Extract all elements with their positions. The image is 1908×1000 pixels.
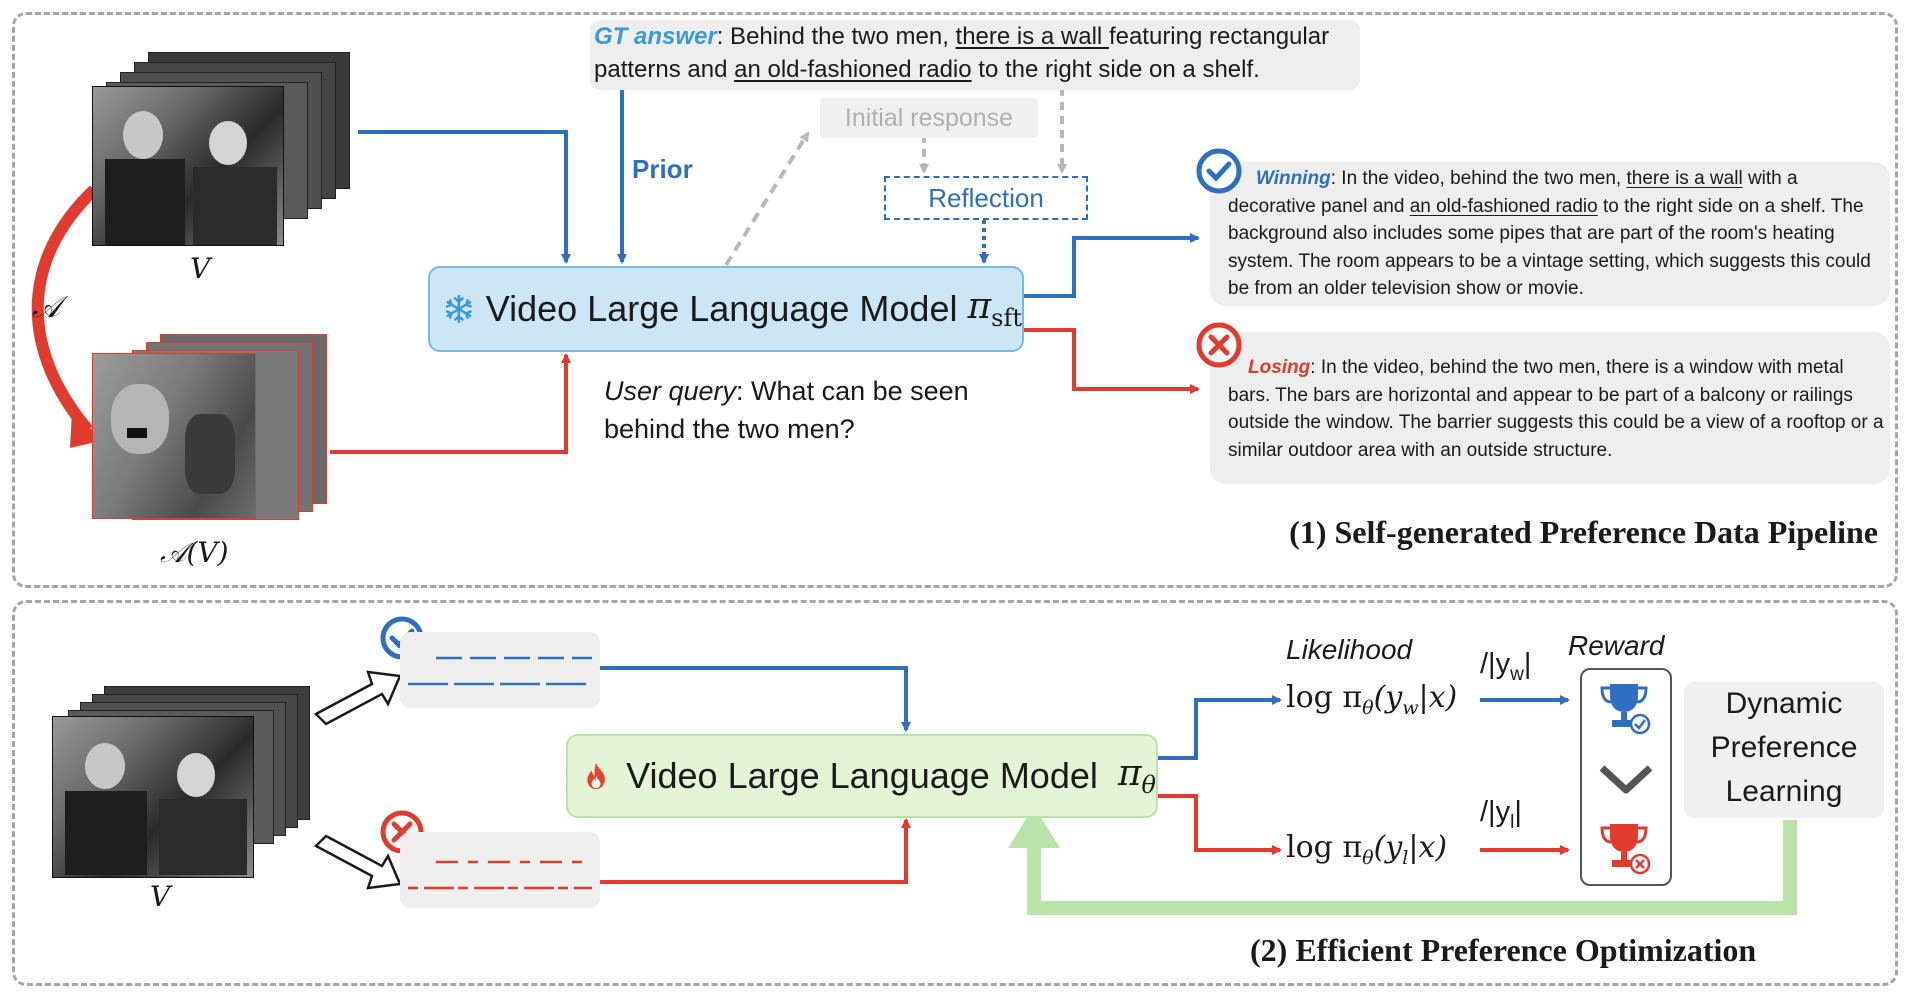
optimization-title: (2) Efficient Preference Optimization bbox=[1250, 932, 1757, 968]
gt-answer-text: GT answer: Behind the two men, there is … bbox=[594, 23, 1330, 83]
policy-model-box: Video Large Language Model πθ bbox=[566, 734, 1158, 818]
winning-tag: Winning bbox=[1256, 168, 1331, 189]
dynamic-feedback-head bbox=[1008, 806, 1060, 848]
dynamic-feedback-loop bbox=[1027, 820, 1797, 915]
video-frame-front bbox=[92, 86, 284, 246]
sft-model-name: Video Large Language Model bbox=[485, 288, 958, 329]
chevron-down-icon bbox=[1599, 765, 1653, 794]
likelihood-label: Likelihood bbox=[1286, 634, 1413, 665]
model-to-win-likelihood-arrow bbox=[1158, 695, 1282, 760]
augmentation-symbol: 𝒜 bbox=[32, 290, 61, 325]
initial-response-arrow bbox=[724, 131, 810, 267]
video-to-model-arrow bbox=[358, 130, 571, 264]
lose-length-normalizer: /|yl| bbox=[1480, 796, 1522, 833]
user-query: User query: What can be seen behind the … bbox=[604, 376, 969, 444]
winner-trophy-icon bbox=[1600, 684, 1651, 735]
efficient-optimization-panel bbox=[12, 600, 1898, 986]
reward-label: Reward bbox=[1568, 630, 1665, 661]
augmented-to-model-arrow bbox=[330, 353, 571, 454]
snowflake-icon bbox=[445, 294, 472, 324]
winning-response-text: Winning: In the video, behind the two me… bbox=[1228, 168, 1871, 299]
reflection-label: Reflection bbox=[928, 183, 1044, 213]
bottom-video-frame-front bbox=[52, 716, 254, 878]
losing-to-model-arrow bbox=[600, 818, 911, 884]
flame-icon bbox=[587, 762, 605, 790]
losing-response-box bbox=[1210, 332, 1890, 484]
hollow-arrow-losing bbox=[313, 834, 402, 890]
win-log-likelihood: log πθ(yw|x) bbox=[1286, 680, 1458, 719]
winning-dashed-lines bbox=[408, 656, 592, 686]
gt-answer-tag: GT answer bbox=[594, 23, 717, 50]
model-to-lose-likelihood-arrow bbox=[1158, 794, 1282, 855]
losing-dashed-lines bbox=[408, 860, 592, 890]
dynamic-preference-learning-box: Dynamic Preference Learning bbox=[1684, 682, 1884, 818]
augmented-video-label: 𝒜(V) bbox=[160, 536, 229, 569]
model-to-losing-arrow bbox=[1024, 328, 1200, 394]
dpl-line-1: Dynamic bbox=[1725, 687, 1843, 720]
initial-response-label: Initial response bbox=[844, 104, 1014, 132]
winning-response-box bbox=[1210, 162, 1890, 306]
sft-model-symbol: πsft bbox=[967, 285, 1022, 333]
reflection-box: Reflection bbox=[884, 176, 1088, 220]
bottom-video-label: V bbox=[150, 880, 171, 913]
winning-lines-box bbox=[400, 632, 600, 708]
losing-lines-box bbox=[400, 832, 600, 908]
user-query-tag: User query bbox=[604, 376, 737, 406]
model-to-winning-arrow bbox=[1024, 233, 1200, 298]
pipeline-title: (1) Self-generated Preference Data Pipel… bbox=[1289, 514, 1878, 550]
cross-icon bbox=[1196, 322, 1242, 368]
dpl-line-3: Learning bbox=[1725, 775, 1843, 808]
augmented-frame-front bbox=[92, 353, 256, 519]
win-length-normalizer: /|yw| bbox=[1480, 648, 1532, 685]
dpl-line-2: Preference bbox=[1710, 731, 1858, 764]
check-icon bbox=[1196, 148, 1242, 194]
policy-model-symbol: πθ bbox=[1117, 752, 1156, 800]
initial-response-box: Initial response bbox=[820, 98, 1038, 138]
losing-tag: Losing bbox=[1248, 357, 1311, 378]
self-generated-pipeline-panel bbox=[12, 12, 1898, 588]
gt-answer-box bbox=[590, 20, 1360, 90]
policy-model-name: Video Large Language Model bbox=[626, 755, 1098, 796]
loser-trophy-icon bbox=[1600, 824, 1651, 875]
winning-to-model-arrow bbox=[600, 666, 911, 732]
lose-log-likelihood: log πθ(yl|x) bbox=[1286, 830, 1448, 869]
augmentation-curve-arrow bbox=[31, 185, 99, 434]
video-label: V bbox=[190, 252, 211, 285]
losing-response-text: Losing: In the video, behind the two men… bbox=[1228, 357, 1884, 461]
reward-comparison-box bbox=[1580, 668, 1672, 886]
hollow-arrow-winning bbox=[313, 670, 402, 726]
sft-model-box: Video Large Language Model πsft bbox=[428, 266, 1024, 352]
prior-label: Prior bbox=[632, 154, 693, 184]
